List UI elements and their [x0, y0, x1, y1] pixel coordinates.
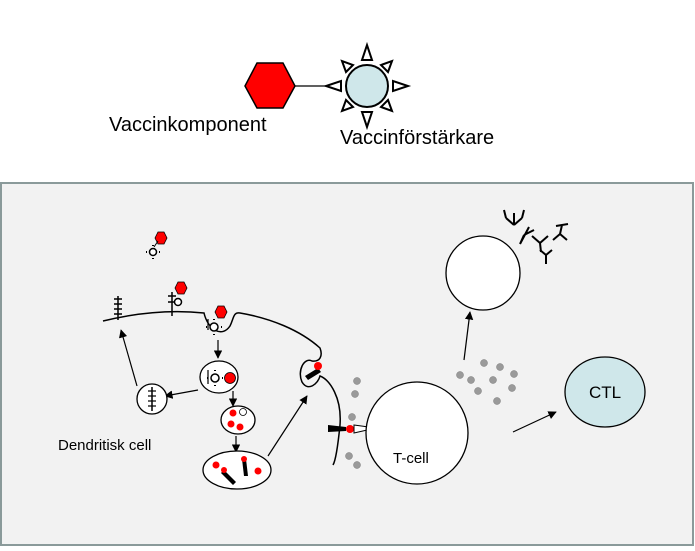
process-panel	[0, 182, 694, 546]
mhc-compartment	[202, 450, 272, 490]
entering-particle	[206, 305, 228, 335]
b-cell	[445, 235, 521, 311]
process-arrows	[119, 311, 557, 457]
vaccine-component-label: Vaccinkomponent	[109, 114, 267, 136]
mhc-tcr-contact	[328, 424, 377, 434]
vaccine-enhancer-label: Vaccinförstärkare	[340, 127, 495, 149]
recycling-vesicle	[136, 383, 168, 415]
bound-receptor	[168, 281, 188, 316]
t-cell	[365, 381, 469, 485]
legend	[244, 41, 412, 131]
vaccine-component-hexagon	[244, 62, 296, 109]
dendritic-cell-label: Dendritisk cell	[58, 437, 152, 454]
membrane-receptor	[114, 296, 122, 320]
free-vaccine-particle	[146, 231, 168, 259]
ctl-cell	[564, 356, 646, 428]
antibodies	[503, 209, 569, 264]
surface-mhc	[305, 362, 322, 380]
vaccine-enhancer-icon	[322, 41, 412, 131]
early-endosome	[199, 360, 239, 394]
ctl-label: CTL	[589, 383, 622, 402]
t-cell-label: T-cell	[393, 450, 429, 467]
cytokine-dots	[345, 359, 518, 469]
late-endosome	[220, 405, 256, 435]
